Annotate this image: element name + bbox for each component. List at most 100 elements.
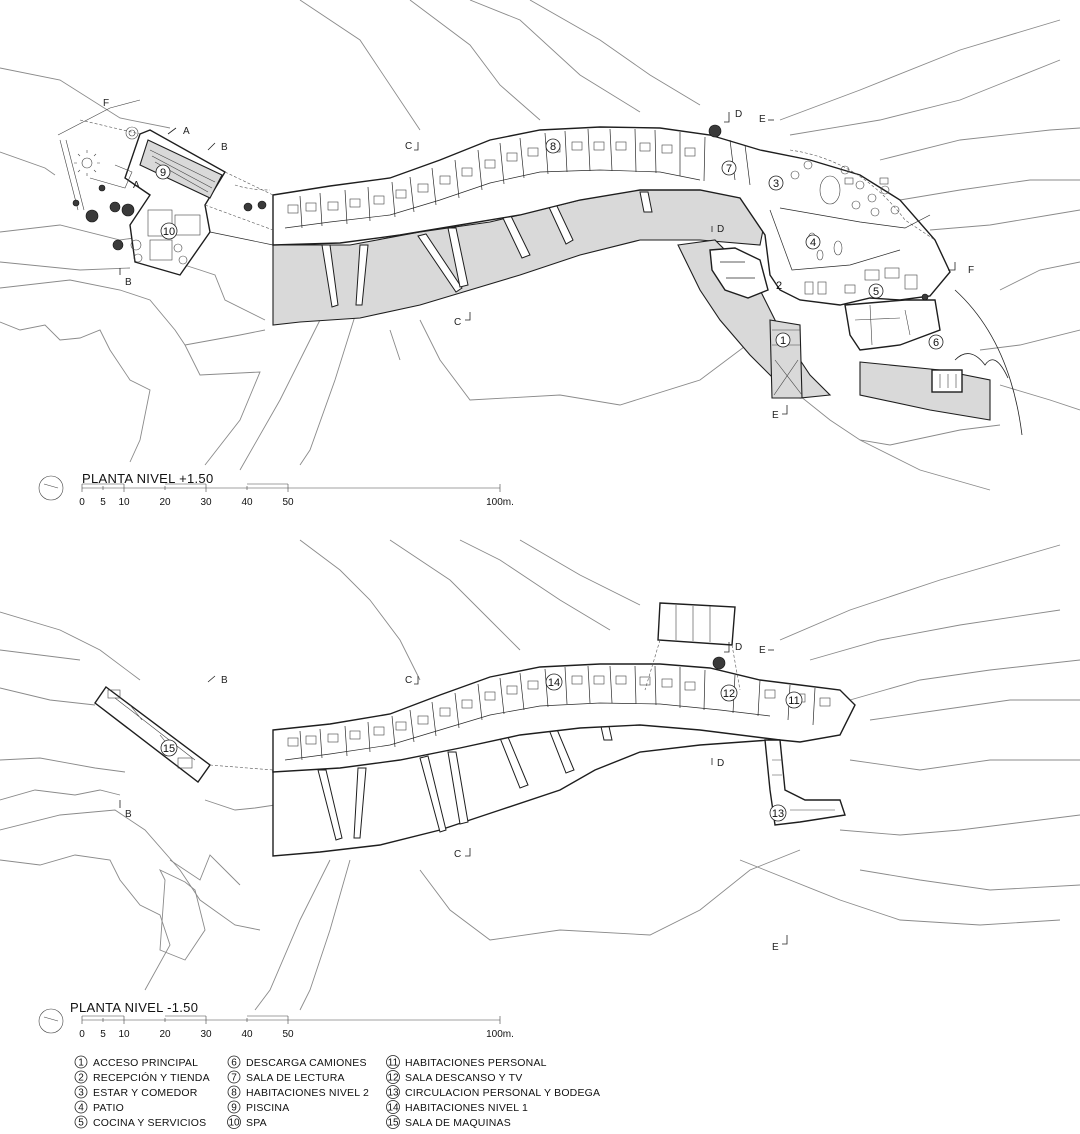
svg-text:20: 20 bbox=[159, 1029, 171, 1040]
svg-text:7: 7 bbox=[231, 1073, 237, 1084]
svg-text:6: 6 bbox=[231, 1058, 237, 1069]
svg-text:3: 3 bbox=[773, 178, 779, 190]
tree-lower bbox=[712, 656, 726, 670]
svg-text:30: 30 bbox=[200, 497, 212, 508]
svg-text:ACCESO PRINCIPAL: ACCESO PRINCIPAL bbox=[93, 1057, 198, 1069]
svg-text:5: 5 bbox=[873, 286, 879, 298]
terrace-piers-lower bbox=[317, 721, 613, 841]
guest-rooms-upper bbox=[284, 128, 751, 229]
terrace-piers bbox=[321, 191, 653, 308]
svg-text:10: 10 bbox=[118, 497, 130, 508]
svg-text:C: C bbox=[405, 141, 412, 152]
svg-text:30: 30 bbox=[200, 1029, 212, 1040]
svg-text:1: 1 bbox=[780, 335, 786, 347]
svg-text:100m.: 100m. bbox=[486, 1029, 514, 1040]
svg-text:4: 4 bbox=[78, 1103, 84, 1114]
svg-text:E: E bbox=[759, 645, 766, 656]
svg-text:E: E bbox=[772, 942, 779, 953]
svg-text:13: 13 bbox=[772, 808, 784, 820]
svg-text:CIRCULACION PERSONAL Y BODEGA: CIRCULACION PERSONAL Y BODEGA bbox=[405, 1087, 600, 1099]
upper-room-block bbox=[657, 602, 736, 646]
svg-text:SALA DESCANSO Y TV: SALA DESCANSO Y TV bbox=[405, 1072, 522, 1084]
topo-lines-lower bbox=[0, 539, 1080, 1011]
svg-text:SPA: SPA bbox=[246, 1117, 267, 1129]
svg-text:HABITACIONES NIVEL 1: HABITACIONES NIVEL 1 bbox=[405, 1102, 528, 1114]
svg-text:7: 7 bbox=[726, 163, 732, 175]
svg-text:B: B bbox=[221, 142, 228, 153]
svg-text:12: 12 bbox=[723, 688, 735, 700]
svg-text:D: D bbox=[735, 109, 742, 120]
svg-text:1: 1 bbox=[78, 1058, 84, 1069]
north-arrow-upper bbox=[38, 475, 64, 501]
svg-text:11: 11 bbox=[388, 1058, 399, 1069]
svg-text:C: C bbox=[454, 317, 461, 328]
plan-upper: 1 2 3 4 5 6 7 8 9 10 A A B B C C D D E E… bbox=[0, 0, 1080, 508]
svg-text:2: 2 bbox=[776, 280, 782, 292]
trees-upper bbox=[72, 124, 929, 301]
svg-text:40: 40 bbox=[241, 497, 253, 508]
svg-text:RECEPCIÓN Y TIENDA: RECEPCIÓN Y TIENDA bbox=[93, 1071, 210, 1084]
svg-text:13: 13 bbox=[387, 1088, 399, 1099]
svg-text:B: B bbox=[221, 675, 228, 686]
service-yard-shade bbox=[859, 361, 991, 421]
svg-text:12: 12 bbox=[387, 1073, 399, 1084]
svg-text:SALA DE MAQUINAS: SALA DE MAQUINAS bbox=[405, 1117, 511, 1129]
svg-text:14: 14 bbox=[548, 677, 560, 689]
svg-text:10: 10 bbox=[228, 1118, 240, 1129]
legend-column-3: 11 HABITACIONES PERSONAL 12 SALA DESCANS… bbox=[386, 1055, 600, 1129]
spa-pool-annex bbox=[124, 129, 226, 276]
svg-text:A: A bbox=[183, 126, 190, 137]
svg-text:B: B bbox=[125, 809, 132, 820]
svg-text:8: 8 bbox=[231, 1088, 237, 1099]
svg-text:8: 8 bbox=[550, 141, 556, 153]
plan-title-lower: PLANTA NIVEL -1.50 bbox=[70, 1000, 198, 1015]
access-ramp-shade bbox=[769, 319, 803, 399]
legend-column-2: 6 DESCARGA CAMIONES 7 SALA DE LECTURA 8 … bbox=[227, 1055, 369, 1129]
machine-room-annex bbox=[94, 686, 211, 783]
svg-text:15: 15 bbox=[387, 1118, 399, 1129]
svg-text:D: D bbox=[735, 642, 742, 653]
svg-text:PATIO: PATIO bbox=[93, 1102, 124, 1114]
guest-rooms-lower bbox=[284, 665, 831, 761]
svg-text:6: 6 bbox=[933, 337, 939, 349]
svg-text:11: 11 bbox=[788, 695, 799, 707]
svg-text:9: 9 bbox=[231, 1103, 237, 1114]
plan-title-upper: PLANTA NIVEL +1.50 bbox=[82, 471, 214, 486]
spa-rooms bbox=[130, 209, 201, 265]
pool bbox=[139, 139, 223, 199]
dining-wing bbox=[709, 160, 931, 299]
legend: 1 ACCESO PRINCIPAL 2 RECEPCIÓN Y TIENDA … bbox=[74, 1055, 600, 1129]
room-numbers-upper: 1 2 3 4 5 6 7 8 9 10 bbox=[155, 138, 944, 350]
svg-text:50: 50 bbox=[282, 497, 294, 508]
svg-text:9: 9 bbox=[160, 167, 166, 179]
svg-text:4: 4 bbox=[810, 237, 816, 249]
svg-text:HABITACIONES PERSONAL: HABITACIONES PERSONAL bbox=[405, 1057, 547, 1069]
svg-text:40: 40 bbox=[241, 1029, 253, 1040]
svg-text:COCINA Y SERVICIOS: COCINA Y SERVICIOS bbox=[93, 1117, 206, 1129]
plan-lower: 11 12 13 14 15 B B C C D D E E PLANTA NI… bbox=[0, 539, 1080, 1040]
svg-text:SALA DE LECTURA: SALA DE LECTURA bbox=[246, 1072, 345, 1084]
scale-bar-lower: 0 5 10 20 30 40 50 100m. bbox=[79, 1015, 514, 1040]
section-marks-lower: B B C C D D E E bbox=[119, 642, 788, 953]
svg-text:F: F bbox=[103, 98, 109, 109]
scale-bar-upper: 0 5 10 20 30 40 50 100m. bbox=[79, 483, 514, 508]
svg-text:100m.: 100m. bbox=[486, 497, 514, 508]
truck-bay bbox=[931, 369, 963, 393]
svg-text:E: E bbox=[759, 114, 766, 125]
service-building bbox=[844, 299, 941, 351]
svg-text:3: 3 bbox=[78, 1088, 84, 1099]
topo-lines-upper bbox=[0, 0, 1080, 491]
svg-text:2: 2 bbox=[78, 1073, 84, 1084]
svg-text:A: A bbox=[133, 180, 140, 191]
svg-text:0: 0 bbox=[79, 497, 85, 508]
svg-text:20: 20 bbox=[159, 497, 171, 508]
svg-text:0: 0 bbox=[79, 1029, 85, 1040]
svg-text:10: 10 bbox=[118, 1029, 130, 1040]
svg-text:PISCINA: PISCINA bbox=[246, 1102, 289, 1114]
svg-text:5: 5 bbox=[78, 1118, 84, 1129]
svg-text:F: F bbox=[968, 265, 974, 276]
north-arrow-lower bbox=[38, 1008, 64, 1034]
svg-text:50: 50 bbox=[282, 1029, 294, 1040]
svg-text:DESCARGA CAMIONES: DESCARGA CAMIONES bbox=[246, 1057, 367, 1069]
